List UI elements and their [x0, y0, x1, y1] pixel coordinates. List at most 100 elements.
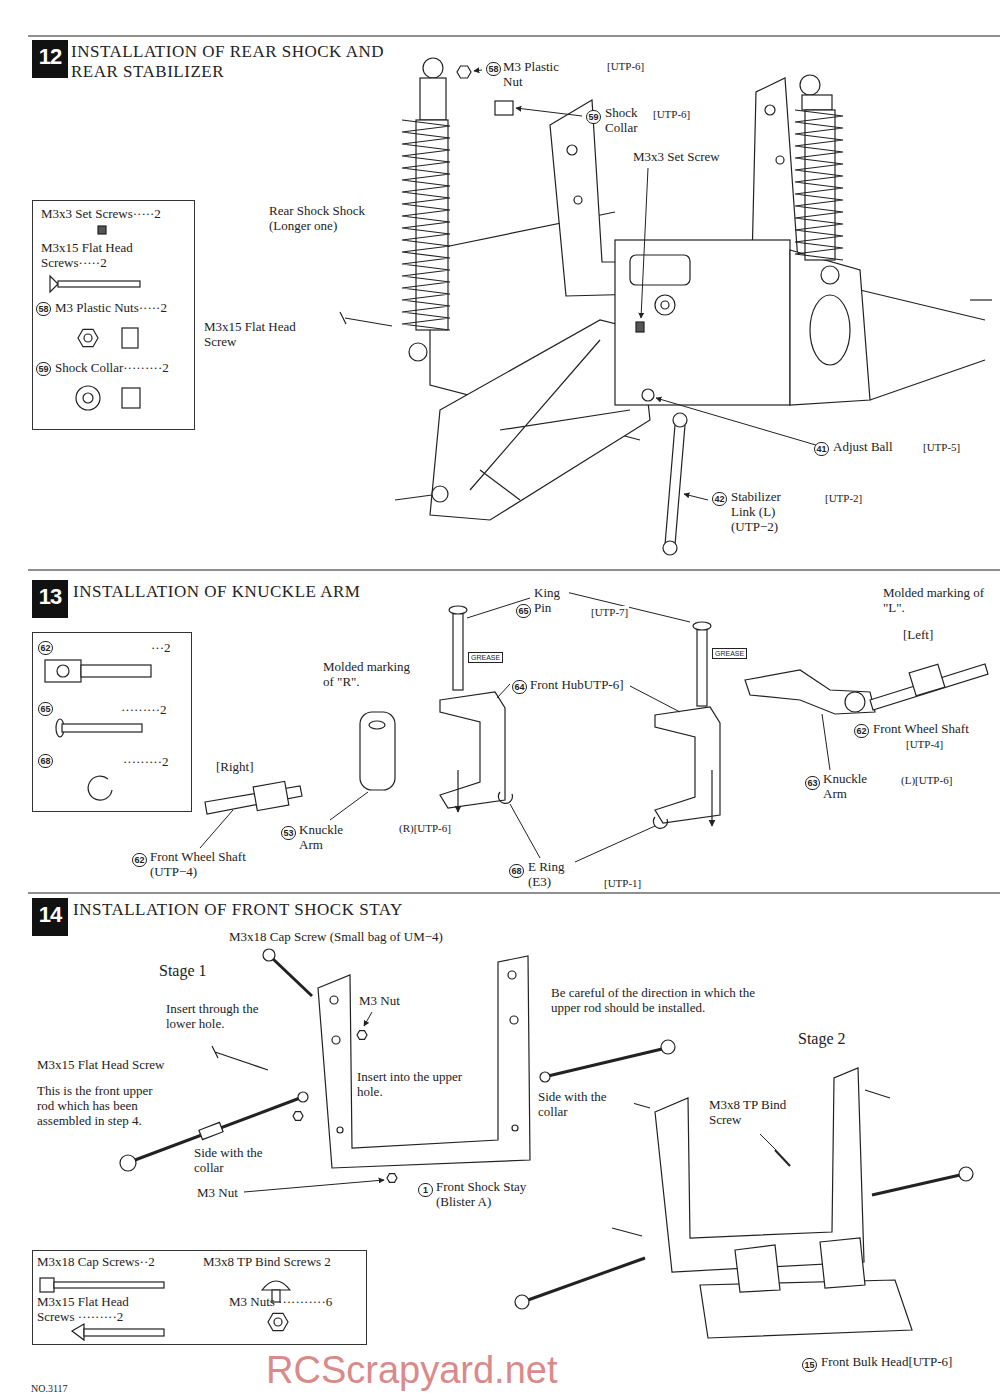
- step-number-box: 12: [32, 40, 68, 78]
- line-art: [510, 804, 540, 858]
- line-art: [684, 494, 708, 500]
- leader-line: [200, 592, 830, 862]
- line-art: [98, 226, 106, 234]
- line-art: [821, 266, 839, 284]
- line-art: [775, 1150, 790, 1166]
- section-rule: [28, 36, 1000, 893]
- part-label: M3 Plastic Nut: [502, 60, 576, 90]
- line-art: [697, 628, 707, 706]
- line-art: [50, 276, 58, 292]
- line-art: [272, 958, 312, 996]
- line-art: [745, 670, 875, 714]
- step-number-box: 13: [32, 580, 68, 618]
- callout-number: 59: [586, 110, 601, 124]
- line-art: [510, 1016, 518, 1024]
- line-art: [199, 1122, 223, 1139]
- line-art: [330, 792, 368, 820]
- part-label: [Right]: [215, 760, 255, 775]
- line-art: [364, 1012, 372, 1026]
- part-label: Knuckle Arm: [298, 823, 355, 853]
- line-art: [28, 569, 1000, 570]
- line-art: [909, 664, 945, 696]
- parts-list-item: ···2: [151, 641, 171, 656]
- line-art: [663, 541, 677, 555]
- line-art: [84, 334, 92, 342]
- line-art: [512, 1125, 518, 1131]
- callout-number: 58: [36, 302, 51, 316]
- line-art: [357, 1031, 367, 1040]
- line-art: [409, 343, 427, 361]
- line-art: [693, 622, 711, 630]
- line-art: [655, 295, 675, 315]
- line-art: [872, 1175, 960, 1195]
- line-art: [318, 956, 530, 1168]
- line-art: [653, 817, 667, 828]
- part-label: M3x3 Set Screw: [632, 150, 721, 165]
- line-art: [122, 328, 138, 348]
- callout-number: 58: [486, 62, 501, 76]
- line-art: [88, 776, 112, 800]
- line-art: [81, 665, 151, 677]
- parts-list-item: M3x8 TP Bind Screws 2: [203, 1255, 331, 1270]
- line-art: [28, 892, 1000, 893]
- line-art: [58, 281, 140, 287]
- callout-number: 68: [38, 754, 53, 768]
- callout-number: 68: [509, 864, 524, 878]
- part-label: Front Wheel Shaft: [872, 722, 970, 737]
- step-number: 13: [32, 580, 68, 618]
- section-heading: INSTALLATION OF REAR SHOCK AND REAR STAB…: [70, 42, 407, 81]
- callout-number: 15: [802, 1358, 817, 1372]
- line-art: [28, 35, 1000, 36]
- grease-tag: GREASE: [712, 648, 747, 659]
- line-art: [636, 322, 644, 332]
- part-label: Insert through the lower hole.: [165, 1002, 287, 1032]
- line-art: [615, 240, 790, 405]
- part-label: Adjust Ball: [832, 440, 894, 455]
- line-art: [802, 95, 832, 110]
- line-art: [453, 612, 463, 690]
- line-art: [268, 1313, 288, 1330]
- line-art: [262, 1281, 290, 1290]
- callout-number: 62: [132, 853, 147, 867]
- parts-list-item: M3x15 Flat Head Screws·····2: [41, 241, 191, 271]
- line-art: [656, 398, 826, 448]
- line-art: [795, 110, 843, 260]
- watermark: RCScrapyard.net: [265, 1350, 558, 1392]
- line-art: [574, 196, 582, 204]
- section-heading: INSTALLATION OF KNUCKLE ARM: [72, 582, 361, 602]
- line-art: [440, 692, 505, 808]
- line-art: [567, 145, 577, 155]
- line-art: [212, 1046, 268, 1070]
- step-number: 14: [32, 898, 68, 936]
- part-label: Front Wheel Shaft (UTP−4): [149, 850, 273, 880]
- line-art: [642, 389, 654, 401]
- shock-stay-drawing: [120, 949, 973, 1338]
- line-art: [776, 156, 784, 164]
- line-art: [655, 707, 720, 823]
- parts-icon: [40, 226, 290, 1340]
- parts-list-item: Shock Collar·········2: [55, 361, 169, 376]
- line-art: [120, 1155, 136, 1171]
- line-art: [528, 1258, 645, 1300]
- step-number: 12: [32, 40, 68, 78]
- line-art: [470, 340, 630, 500]
- part-label: [UTP-7]: [590, 606, 629, 619]
- line-art: [495, 101, 513, 115]
- line-art: [369, 721, 385, 729]
- part-label: King Pin: [533, 586, 569, 616]
- part-label: M3x15 Flat Head Screw: [36, 1058, 165, 1073]
- line-art: [423, 58, 443, 78]
- line-art: [711, 770, 712, 826]
- parts-list-item: M3x3 Set Screws·····2: [41, 207, 161, 222]
- part-label: Side with the collar: [537, 1090, 634, 1120]
- line-art: [800, 75, 820, 95]
- line-art: [420, 78, 446, 120]
- part-label: Insert into the upper hole.: [356, 1070, 468, 1100]
- part-label: Front Shock Stay (Blister A): [435, 1180, 567, 1210]
- line-art: [253, 781, 289, 810]
- part-label: [UTP-6]: [606, 60, 645, 73]
- line-art: [548, 1049, 662, 1076]
- line-art: [449, 606, 467, 614]
- callout-number: 64: [512, 680, 527, 694]
- callout-number: 1: [418, 1183, 433, 1197]
